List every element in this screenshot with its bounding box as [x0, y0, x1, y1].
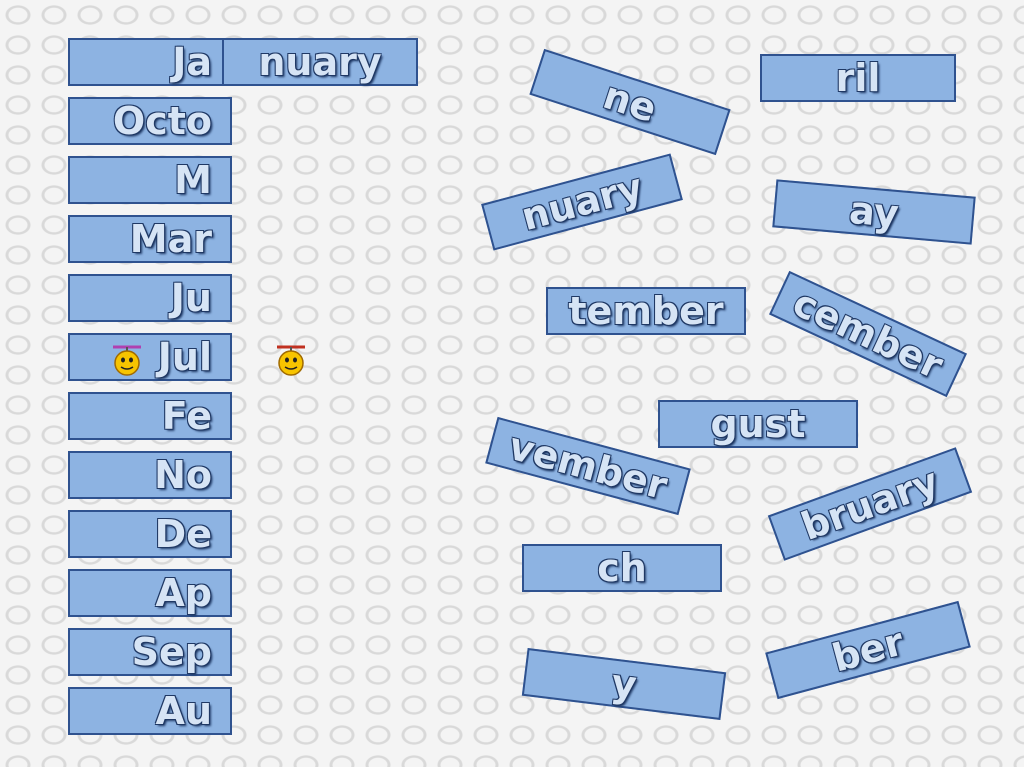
tile-ber[interactable]: ber: [765, 600, 971, 700]
tile-label: Jul: [157, 335, 212, 379]
tile-label: M: [174, 158, 212, 202]
tile-label: ne: [598, 72, 662, 132]
tile-ne[interactable]: ne: [529, 48, 731, 156]
tile-label: Ja: [172, 40, 212, 84]
tile-label: Ap: [155, 571, 212, 615]
tile-label: tember: [568, 289, 724, 333]
left-tile-octo[interactable]: Octo: [68, 97, 232, 145]
tile-label: ay: [847, 187, 901, 237]
tile-label: ber: [827, 619, 909, 681]
tile-ril[interactable]: ril: [760, 54, 956, 102]
left-tile-no[interactable]: No: [68, 451, 232, 499]
tile-label: gust: [710, 402, 806, 446]
tile-label: Sep: [131, 630, 212, 674]
tile-label: Octo: [112, 99, 212, 143]
tile-label: No: [154, 453, 212, 497]
tile-label: y: [609, 660, 639, 708]
left-tile-jul[interactable]: Jul: [68, 333, 232, 381]
left-tile-fe[interactable]: Fe: [68, 392, 232, 440]
tile-label: Ju: [170, 276, 212, 320]
tile-gust[interactable]: gust: [658, 400, 858, 448]
tile-label: De: [154, 512, 212, 556]
tile-label: bruary: [795, 459, 945, 549]
tile-ch[interactable]: ch: [522, 544, 722, 592]
left-tile-ja[interactable]: Ja: [68, 38, 232, 86]
smiley-helicopter-icon: [113, 345, 141, 376]
tile-y[interactable]: y: [521, 647, 727, 721]
tile-label: Fe: [161, 394, 212, 438]
tile-label: ril: [835, 56, 881, 100]
tile-label: Au: [155, 689, 212, 733]
tile-label: vember: [504, 423, 672, 509]
left-tile-ap[interactable]: Ap: [68, 569, 232, 617]
tile-label: ch: [597, 546, 647, 590]
left-tile-m[interactable]: M: [68, 156, 232, 204]
left-tile-mar[interactable]: Mar: [68, 215, 232, 263]
tile-label: cember: [786, 280, 950, 388]
placed-tile-nuary[interactable]: nuary: [222, 38, 418, 86]
left-tile-sep[interactable]: Sep: [68, 628, 232, 676]
tile-bruary[interactable]: bruary: [767, 447, 973, 561]
tile-label: Mar: [129, 217, 212, 261]
tile-cember[interactable]: cember: [769, 270, 967, 398]
left-tile-de[interactable]: De: [68, 510, 232, 558]
tile-label: nuary: [516, 164, 648, 240]
tile-label: nuary: [258, 40, 382, 84]
tile-nuary[interactable]: nuary: [481, 153, 683, 251]
smiley-helicopter-icon: [277, 345, 305, 376]
left-tile-ju[interactable]: Ju: [68, 274, 232, 322]
tile-tember[interactable]: tember: [546, 287, 746, 335]
tile-ay[interactable]: ay: [772, 179, 976, 245]
left-tile-au[interactable]: Au: [68, 687, 232, 735]
